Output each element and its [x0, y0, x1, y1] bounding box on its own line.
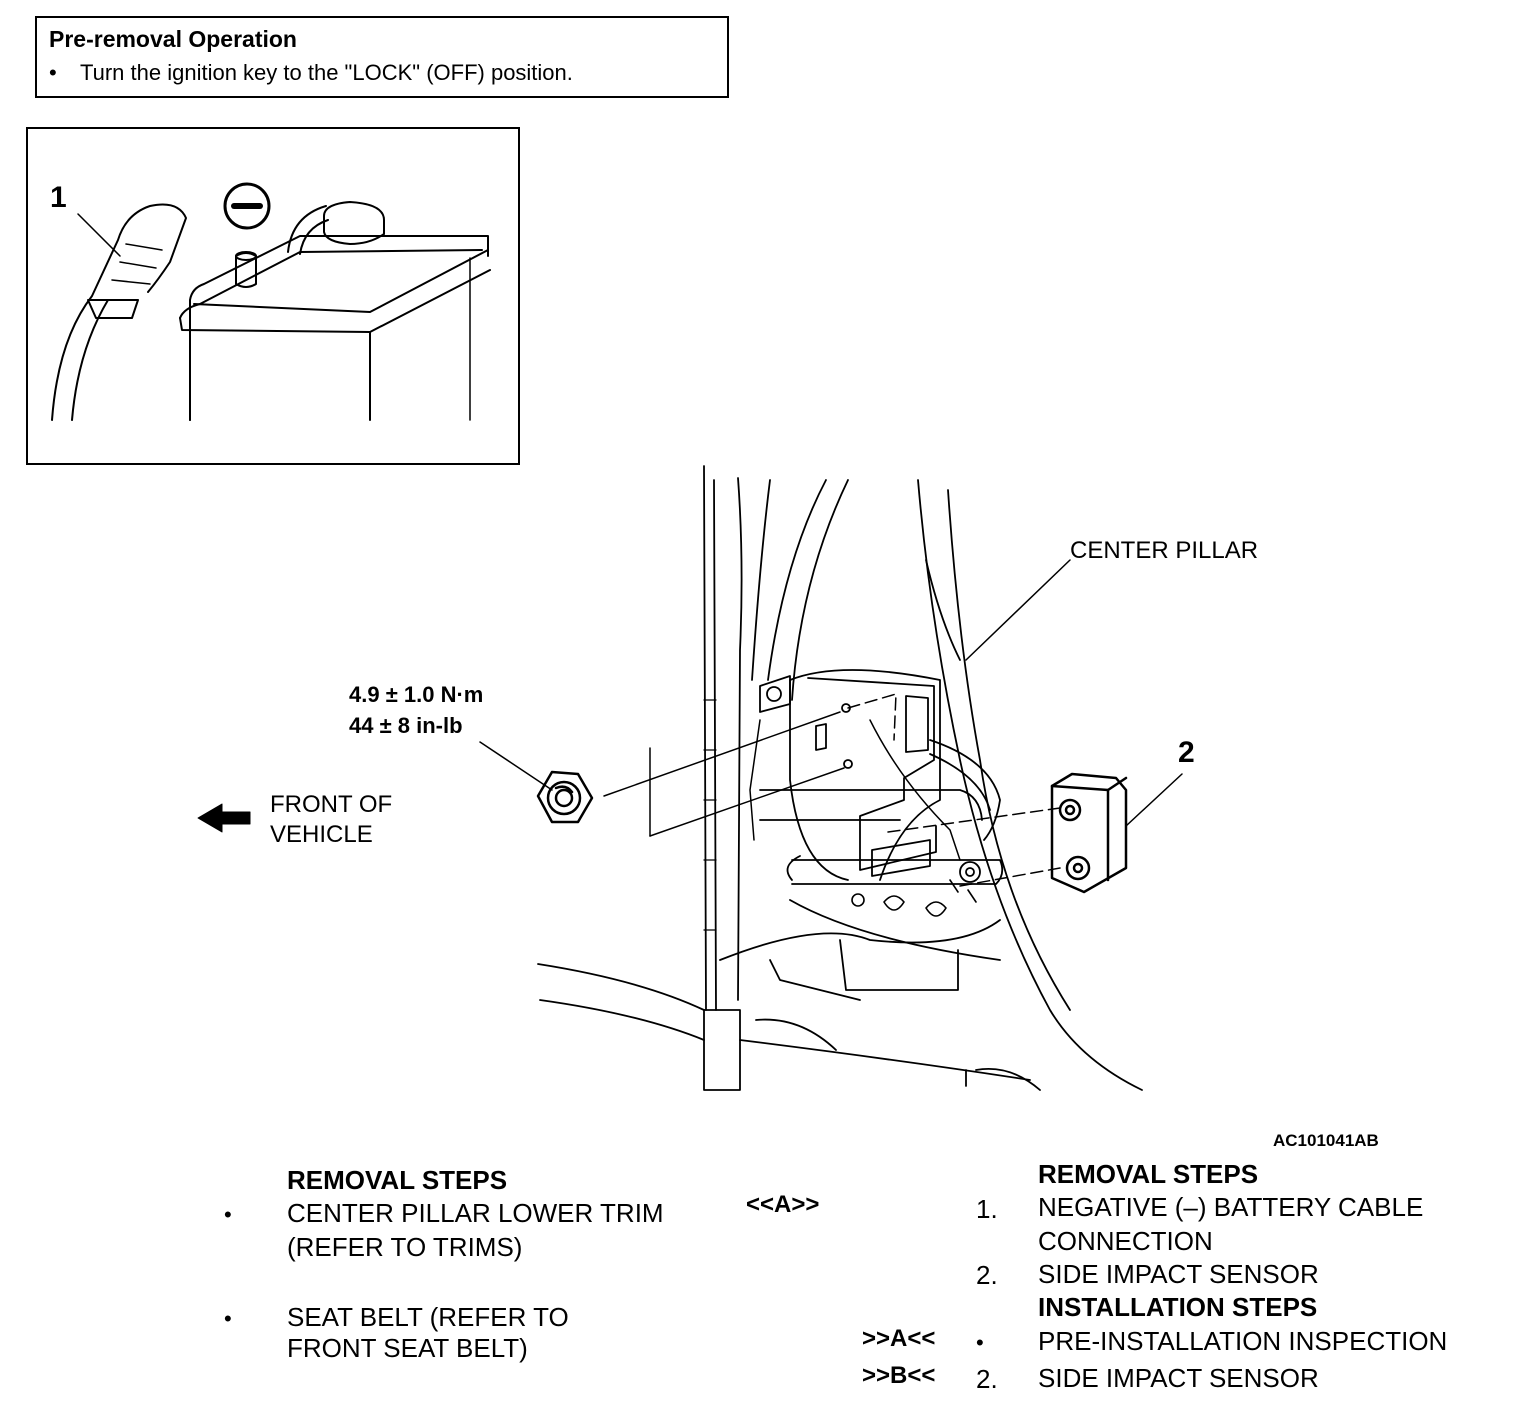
- right-removal-2-marker: 2.: [976, 1260, 998, 1290]
- callout-2: 2: [1178, 736, 1195, 769]
- left-step-1-line1: CENTER PILLAR LOWER TRIM: [287, 1198, 664, 1228]
- harness-wire: [749, 719, 961, 861]
- pre-removal-title: Pre-removal Operation: [49, 26, 297, 52]
- pre-removal-instruction: Turn the ignition key to the "LOCK" (OFF…: [80, 60, 573, 85]
- right-install-2-marker: 2.: [976, 1364, 998, 1394]
- flange-nut: [536, 770, 594, 824]
- leader-line-torque: [479, 741, 553, 791]
- right-install-2-line1: SIDE IMPACT SENSOR: [1038, 1363, 1319, 1393]
- pillar-holes: [851, 879, 977, 917]
- mounting-bracket: [759, 675, 1001, 883]
- front-of-vehicle-label-line2: VEHICLE: [270, 821, 373, 848]
- positive-terminal-post: [235, 251, 257, 288]
- bolt-alignment-lines: [603, 693, 1061, 887]
- left-step-1-marker: •: [224, 1202, 232, 1227]
- battery-illustration: [179, 235, 491, 421]
- left-step-2-line2: FRONT SEAT BELT): [287, 1333, 528, 1363]
- right-install-1-line1: PRE-INSTALLATION INSPECTION: [1038, 1326, 1448, 1356]
- torque-inlb-label: 44 ± 8 in-lb: [349, 713, 463, 738]
- front-arrow-icon: [197, 803, 251, 833]
- right-removal-1-ref: <<A>>: [746, 1191, 820, 1218]
- figure-code: AC101041AB: [1273, 1131, 1379, 1150]
- leader-line-1: [77, 213, 121, 257]
- right-install-2-ref: >>B<<: [862, 1362, 936, 1389]
- right-removal-1-marker: 1.: [976, 1194, 998, 1224]
- right-installation-heading: INSTALLATION STEPS: [1038, 1292, 1318, 1322]
- center-pillar-body: [537, 465, 1143, 1091]
- side-impact-sensor: [1050, 772, 1128, 894]
- leader-line-center-pillar: [965, 559, 1071, 661]
- right-removal-2-line1: SIDE IMPACT SENSOR: [1038, 1259, 1319, 1289]
- center-pillar-label: CENTER PILLAR: [1070, 537, 1259, 564]
- negative-terminal-cap: [287, 201, 385, 255]
- right-removal-heading: REMOVAL STEPS: [1038, 1159, 1259, 1189]
- left-step-2-marker: •: [224, 1306, 232, 1331]
- left-step-2-line1: SEAT BELT (REFER TO: [287, 1302, 569, 1332]
- leader-line-2: [1125, 773, 1183, 827]
- left-step-1-line2: (REFER TO TRIMS): [287, 1232, 523, 1262]
- callout-1: 1: [50, 181, 67, 214]
- torque-nm-label: 4.9 ± 1.0 N·m: [349, 682, 484, 707]
- right-removal-1-line2: CONNECTION: [1038, 1226, 1213, 1256]
- pre-removal-bullet: •: [49, 60, 57, 85]
- left-removal-heading: REMOVAL STEPS: [287, 1165, 508, 1195]
- negative-cable: [51, 203, 187, 421]
- right-install-1-ref: >>A<<: [862, 1325, 936, 1352]
- pre-removal-box: [35, 16, 729, 98]
- right-removal-1-line1: NEGATIVE (–) BATTERY CABLE: [1038, 1192, 1424, 1222]
- front-of-vehicle-label-line1: FRONT OF: [270, 791, 393, 818]
- right-install-1-marker: •: [976, 1330, 984, 1355]
- battery-inset-frame: [26, 127, 520, 465]
- minus-terminal-symbol: [223, 182, 271, 230]
